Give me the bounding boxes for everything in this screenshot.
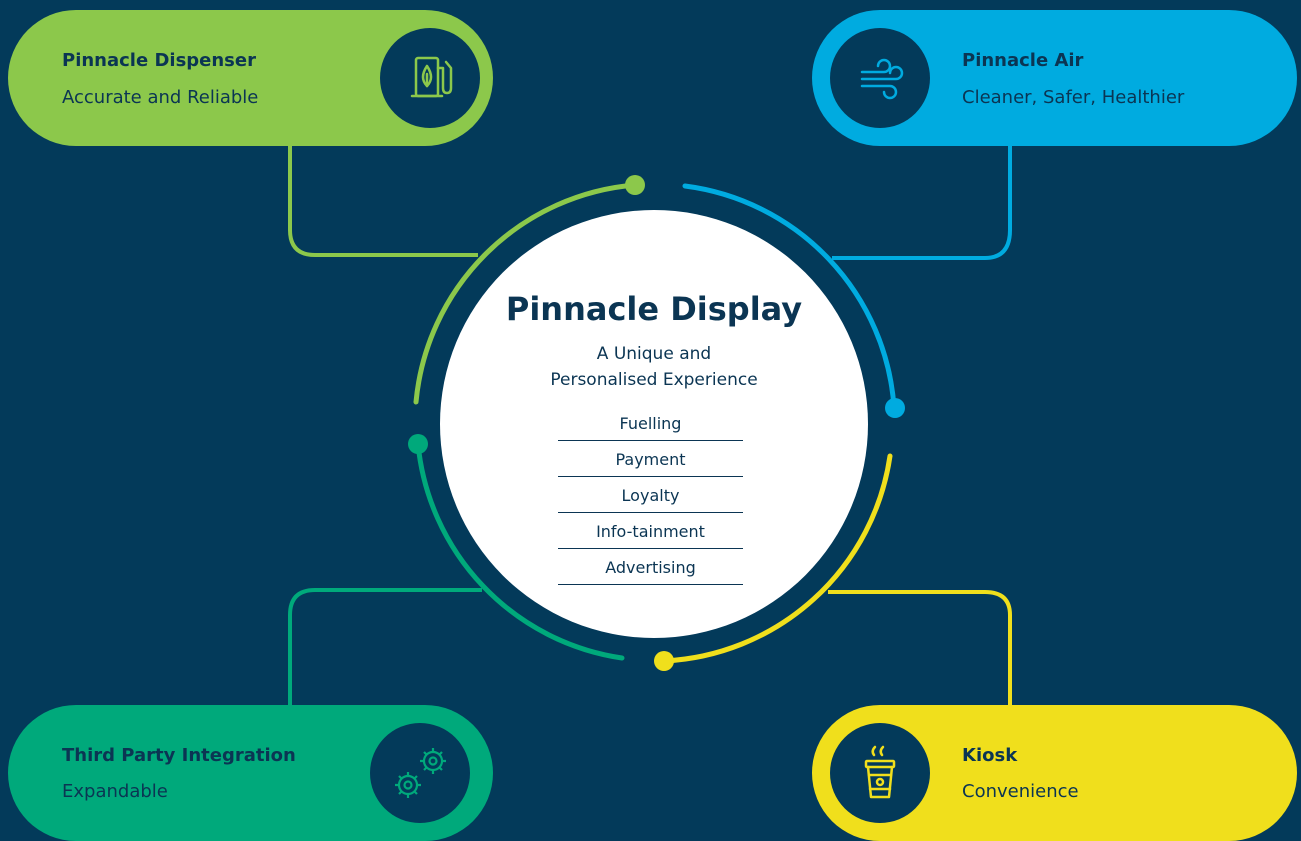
air-title: Pinnacle Air [962, 50, 1084, 71]
dispenser-node: Pinnacle Dispenser Accurate and Reliable [8, 10, 493, 146]
air-node: Pinnacle Air Cleaner, Safer, Healthier [812, 10, 1297, 146]
blue-ring-arc [682, 183, 897, 410]
integration-title: Third Party Integration [62, 745, 296, 766]
center-circle: Pinnacle Display A Unique and Personalis… [440, 210, 868, 638]
feature-item-payment: Payment [558, 443, 743, 477]
dispenser-title: Pinnacle Dispenser [62, 50, 256, 71]
coffee-cup-icon [830, 723, 930, 823]
teal-ring-arc [415, 441, 625, 661]
air-connector-line [832, 140, 1012, 260]
feature-item-fuelling: Fuelling [558, 407, 743, 441]
blue-ring-dot [885, 398, 905, 418]
integration-subtitle: Expandable [62, 781, 168, 802]
wind-icon [830, 28, 930, 128]
teal-ring-dot [408, 434, 428, 454]
kiosk-node: Kiosk Convenience [812, 705, 1297, 841]
air-subtitle: Cleaner, Safer, Healthier [962, 87, 1185, 108]
center-title: Pinnacle Display [505, 290, 803, 328]
integration-connector-line [288, 588, 482, 705]
yellow-ring-arc [661, 453, 893, 664]
dispenser-subtitle: Accurate and Reliable [62, 87, 259, 108]
integration-node: Third Party Integration Expandable [8, 705, 493, 841]
center-subtitle-line1: A Unique and [596, 344, 712, 364]
kiosk-connector-line [828, 590, 1012, 705]
fuel-pump-leaf-icon [380, 28, 480, 128]
kiosk-subtitle: Convenience [962, 781, 1079, 802]
feature-item-loyalty: Loyalty [558, 479, 743, 513]
yellow-ring-dot [654, 651, 674, 671]
gears-icon [370, 723, 470, 823]
green-ring-arc [413, 182, 638, 405]
kiosk-title: Kiosk [962, 745, 1018, 766]
feature-item-advertising: Advertising [558, 551, 743, 585]
green-ring-dot [625, 175, 645, 195]
feature-item-infotainment: Info-tainment [558, 515, 743, 549]
center-subtitle-line2: Personalised Experience [550, 370, 758, 390]
dispenser-connector-line [288, 140, 478, 257]
